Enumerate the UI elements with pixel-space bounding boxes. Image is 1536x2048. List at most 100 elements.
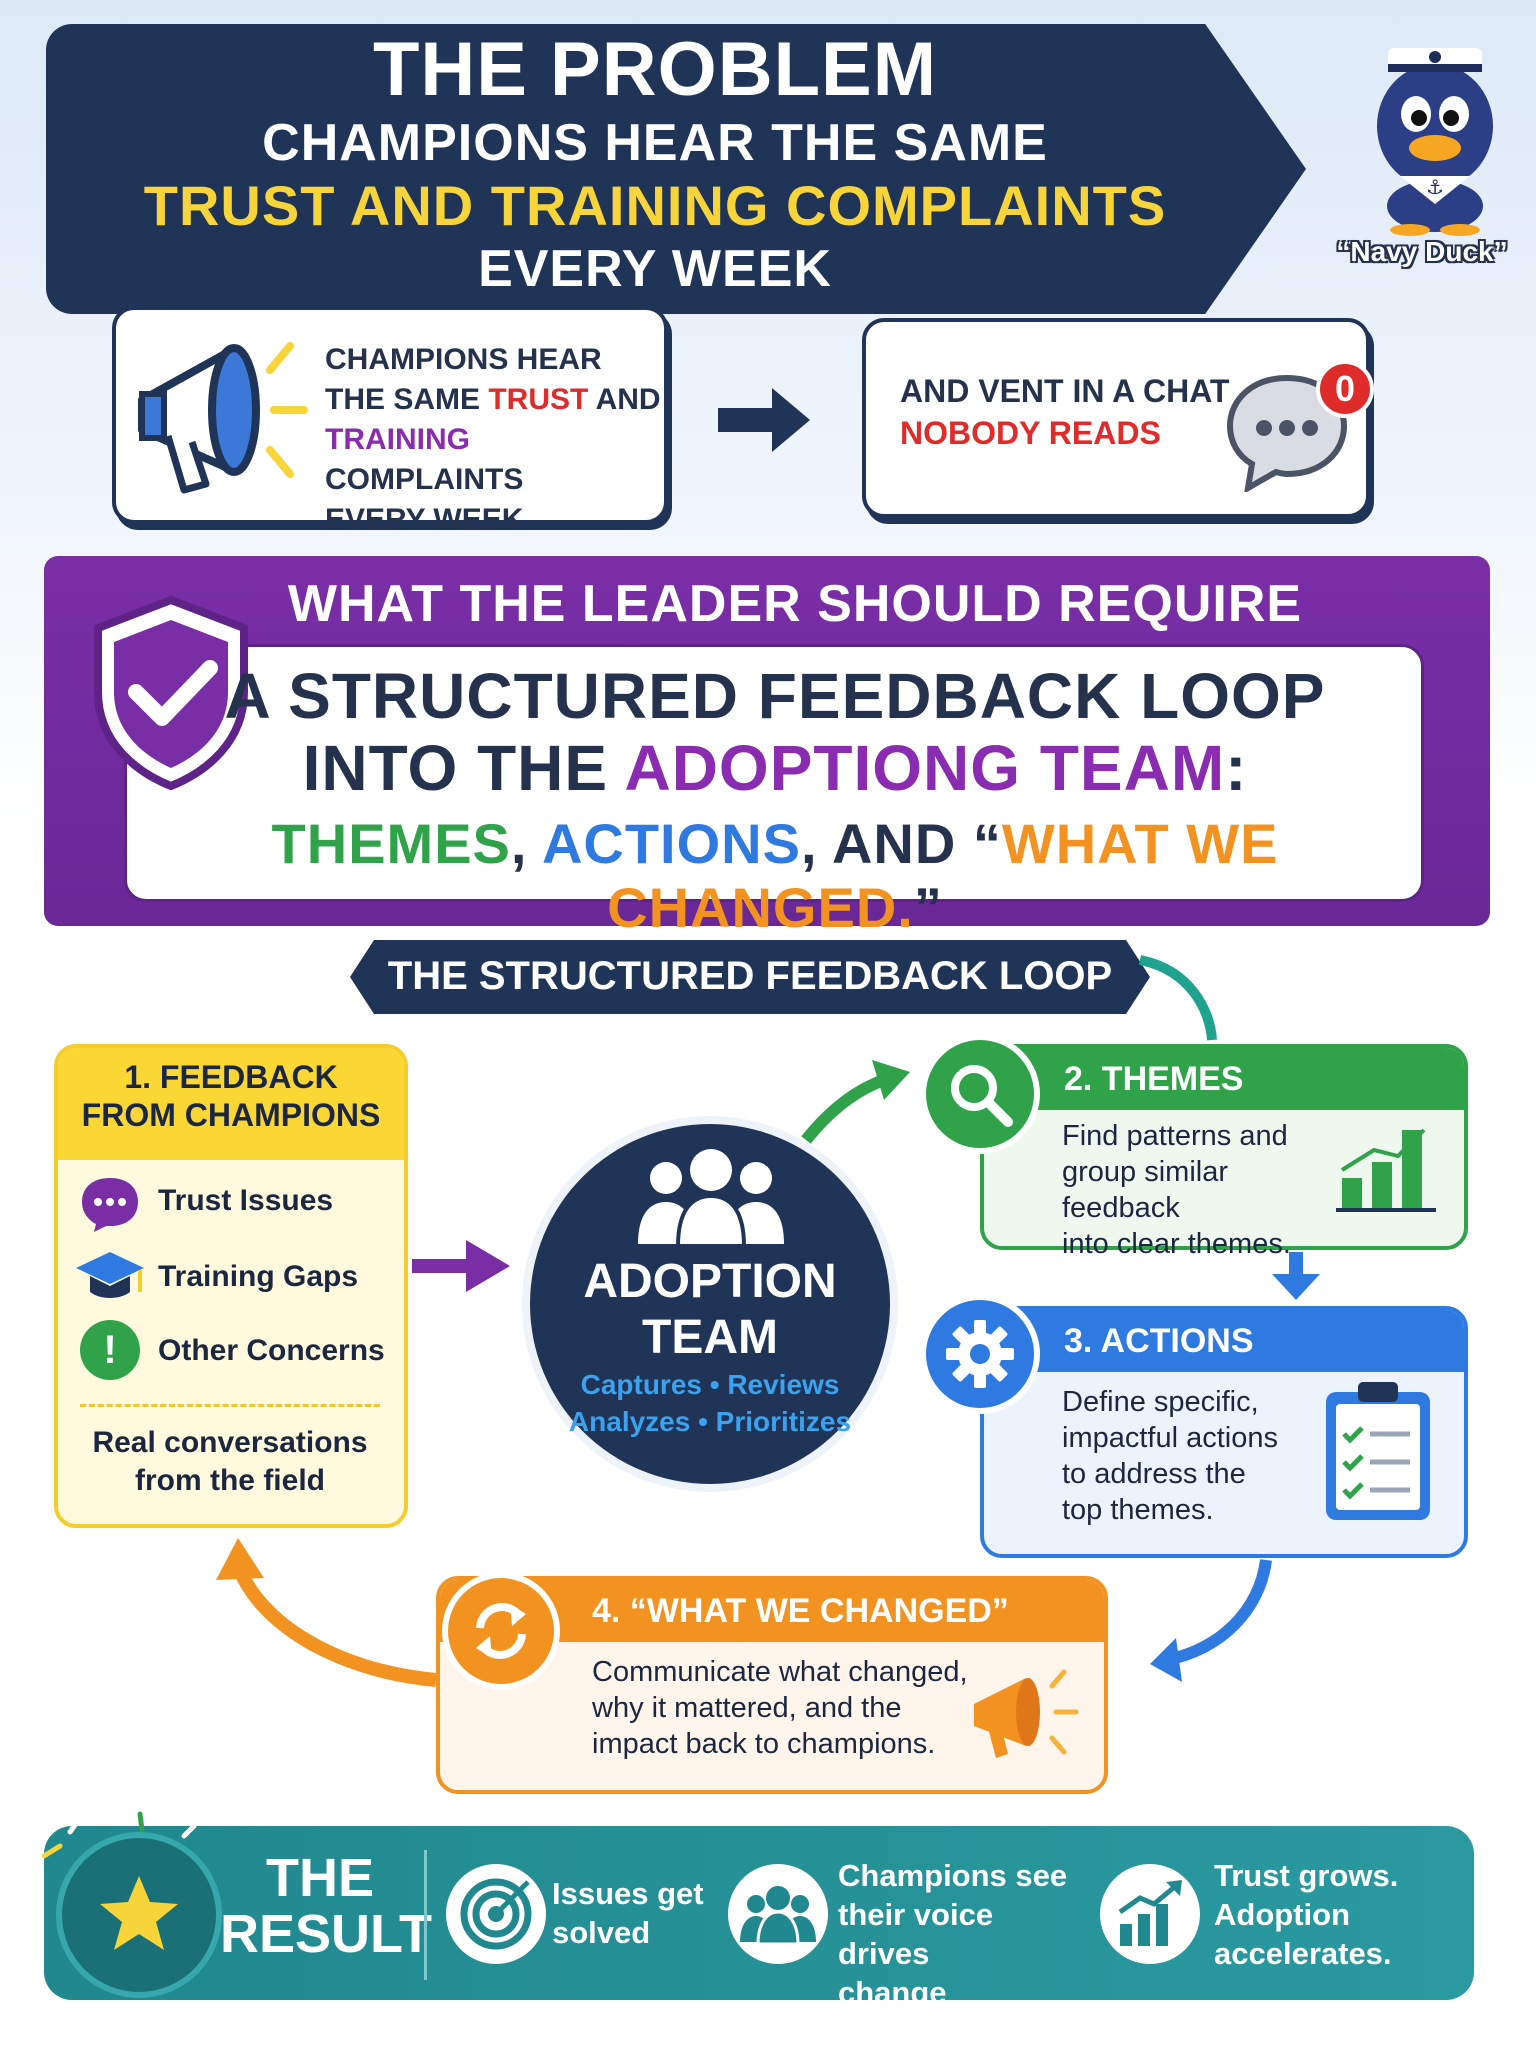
feedback-title-line-1: 1. FEEDBACK [124, 1059, 338, 1095]
refresh-icon [476, 1603, 526, 1659]
result-title-line-1: THE [266, 1848, 374, 1908]
graduation-cap-icon [76, 1252, 144, 1298]
feedback-item-training: Training Gaps [158, 1260, 359, 1293]
unread-badge: 0 [1316, 360, 1374, 418]
header-text: THE PROBLEM CHAMPIONS HEAR THE SAME TRUS… [90, 28, 1220, 300]
changed-icon-circle [442, 1572, 560, 1690]
result-1-line-2: solved [552, 1915, 651, 1950]
text-training: TRAINING [325, 423, 470, 456]
leader-line-1: A STRUCTURED FEEDBACK LOOP [224, 660, 1326, 732]
team-sub-line-1: Captures • Reviews [580, 1369, 840, 1400]
megaphone-icon [138, 342, 308, 494]
result-2-line-2: their voice drives [838, 1897, 994, 1971]
growth-chart-icon [1118, 1880, 1182, 1946]
result-title-line-2: RESULT [220, 1904, 432, 1964]
header-banner [46, 24, 1306, 314]
text-the-same: THE SAME [325, 383, 489, 416]
sparkle-lines-icon [41, 1811, 197, 1859]
feedback-divider [80, 1404, 380, 1407]
feedback-item-trust: Trust Issues [158, 1184, 334, 1217]
text-comma: , [510, 812, 542, 875]
themes-body-line-1: Find patterns and [1062, 1120, 1288, 1152]
themes-body: Find patterns and group similar feedback… [1062, 1118, 1342, 1262]
feedback-footnote: Real conversations from the field [60, 1424, 400, 1500]
problem-right-text: AND VENT IN A CHAT NOBODY READS [900, 370, 1230, 454]
text-colon: : [1225, 732, 1248, 804]
problem-left-line-4: EVERY WEEK [325, 503, 524, 536]
text-and: AND [588, 383, 661, 416]
text-close-quote: ” [913, 876, 943, 939]
feedback-foot-line-1: Real conversations [92, 1426, 368, 1459]
svg-text:⚓: ⚓ [1426, 175, 1444, 199]
adoption-team-title: ADOPTION TEAM [530, 1254, 890, 1366]
changed-body-line-1: Communicate what changed, [592, 1656, 968, 1688]
result-1-line-1: Issues get [552, 1876, 704, 1911]
adoption-team-subtitle: Captures • Reviews Analyzes • Prioritize… [530, 1366, 890, 1440]
bar-chart-icon [1336, 1128, 1436, 1212]
text-adoption-team: ADOPTIONG TEAM [624, 732, 1226, 804]
result-divider [424, 1850, 427, 1980]
leader-card [124, 644, 1424, 902]
team-people-icon [638, 1149, 784, 1248]
what-we-changed-body: Communicate what changed, why it mattere… [592, 1654, 972, 1762]
result-title: THE RESULT [220, 1848, 432, 1964]
result-item-3: Trust grows. Adoption accelerates. [1214, 1856, 1454, 1973]
leader-line-2: INTO THE ADOPTIONG TEAM: [130, 732, 1420, 804]
people-group-icon [740, 1886, 816, 1946]
feedback-item-other: Other Concerns [158, 1334, 385, 1367]
actions-body-line-3: to address the [1062, 1458, 1246, 1490]
themes-icon-circle [920, 1034, 1040, 1154]
themes-box-header [984, 1048, 1464, 1110]
team-sub-line-2: Analyzes • Prioritizes [568, 1406, 852, 1437]
leader-title: WHAT THE LEADER SHOULD REQUIRE [287, 575, 1303, 633]
leader-line-3: THEMES, ACTIONS, AND “WHAT WE CHANGED.” [130, 812, 1420, 940]
header-line-3: EVERY WEEK [478, 240, 832, 298]
header-line-2: TRUST AND TRAINING COMPLAINTS [143, 174, 1167, 237]
result-3-line-3: accelerates. [1214, 1936, 1392, 1971]
problem-right-line-2: NOBODY READS [900, 415, 1161, 451]
problem-left-text: CHAMPIONS HEAR THE SAME TRUST AND TRAINI… [325, 340, 665, 540]
team-title-line-1: ADOPTION [583, 1255, 837, 1308]
text-actions: ACTIONS [541, 812, 801, 875]
header-line-1: CHAMPIONS HEAR THE SAME [262, 114, 1048, 172]
problem-right-line-1: AND VENT IN A CHAT [900, 373, 1230, 409]
problem-left-line-3: TRAINING COMPLAINTS [325, 420, 665, 500]
actions-body-line-1: Define specific, [1062, 1386, 1259, 1418]
mascot-caption: “Navy Duck” [1336, 236, 1508, 267]
changed-body-line-3: impact back to champions. [592, 1728, 936, 1760]
result-3-line-2: Adoption [1214, 1897, 1351, 1932]
actions-body-line-2: impactful actions [1062, 1422, 1278, 1454]
feedback-foot-line-2: from the field [134, 1464, 325, 1497]
speech-bubble-icon [82, 1178, 138, 1232]
exclamation-icon: ! [80, 1320, 140, 1380]
actions-title: 3. ACTIONS [1064, 1322, 1254, 1360]
result-3-line-1: Trust grows. [1214, 1858, 1399, 1893]
navy-duck-mascot-icon: ⚓ [1377, 48, 1493, 236]
text-trust: TRUST [488, 383, 589, 416]
loop-ribbon [350, 940, 1150, 1014]
star-icon [100, 1876, 178, 1950]
actions-box-header [984, 1310, 1464, 1372]
megaphone-small-icon [974, 1669, 1079, 1758]
text-and-quote: , AND “ [800, 812, 1002, 875]
loop-ribbon-title: THE STRUCTURED FEEDBACK LOOP [387, 954, 1113, 998]
result-2-line-1: Champions see [838, 1858, 1068, 1893]
problem-left-line-2: THE SAME TRUST AND [325, 380, 665, 420]
themes-body-line-3: into clear themes. [1062, 1228, 1291, 1260]
result-2-line-3: change [838, 1975, 947, 2010]
text-what-we-changed: WHAT WE CHANGED. [607, 812, 1279, 939]
checklist-clipboard-icon [1326, 1382, 1430, 1520]
text-complaints: COMPLAINTS [325, 463, 524, 496]
arrow-right-icon [718, 388, 810, 452]
shield-check-icon [94, 595, 248, 791]
what-we-changed-title: 4. “WHAT WE CHANGED” [592, 1592, 1009, 1630]
text-themes: THEMES [271, 812, 511, 875]
text-into-the: INTO THE [302, 732, 625, 804]
problem-left-line-1: CHAMPIONS HEAR [325, 343, 602, 376]
page-title: THE PROBLEM [372, 27, 938, 112]
target-icon [460, 1878, 532, 1950]
magnifier-icon [951, 1065, 1013, 1127]
actions-body-line-4: top themes. [1062, 1494, 1214, 1526]
team-title-line-2: TEAM [642, 1311, 778, 1364]
gear-icon [946, 1320, 1014, 1388]
